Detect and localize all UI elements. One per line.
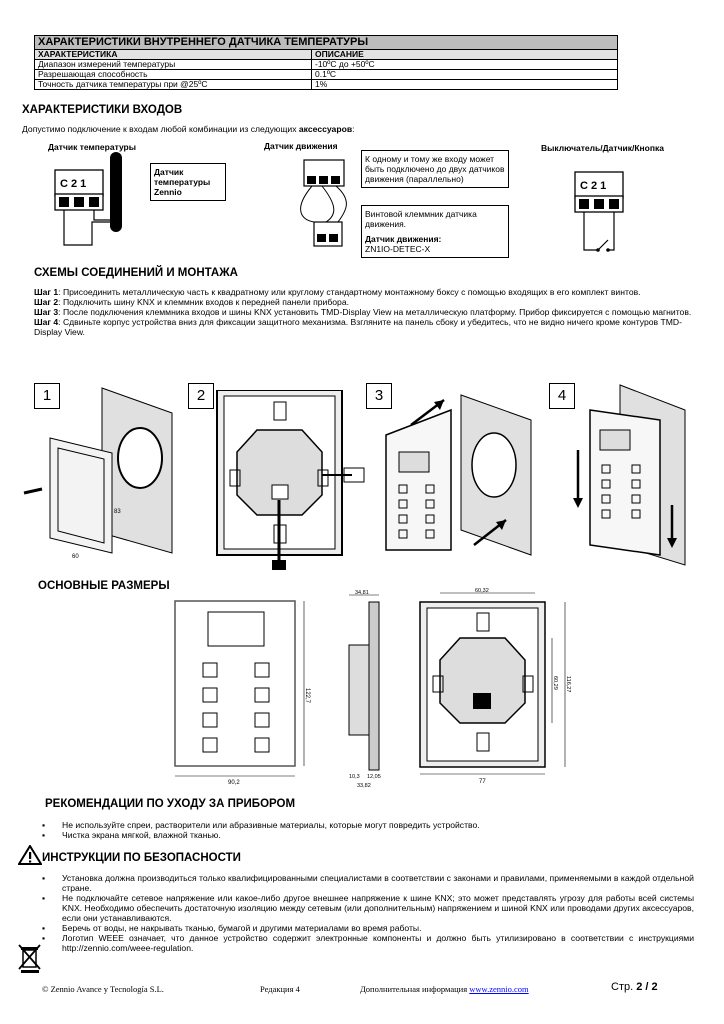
list-item: Не подключайте сетевое напряжение или ка… — [34, 893, 694, 923]
step-4-label: Шаг 4 — [34, 317, 59, 327]
weee-bin-icon — [18, 944, 41, 973]
step-1-text: : Присоединить металлическую часть к ква… — [58, 287, 641, 297]
motion-sensor-box: К одному и тому же входу может быть подк… — [361, 150, 509, 188]
figure-number-2: 2 — [188, 383, 214, 409]
step-3-label: Шаг 3 — [34, 307, 59, 317]
zennio-link[interactable]: www.zennio.com — [469, 984, 529, 994]
side-view-drawing: 34,81 10,3 12,05 33,82 — [348, 590, 381, 789]
table-cell: 0.1ºC — [311, 69, 618, 80]
side-bottom-dim-3: 33,82 — [357, 783, 371, 789]
mounting-figure-1: 83 60 — [23, 387, 173, 560]
table-cell: Разрешающая способность — [34, 69, 312, 80]
temp-sensor-diagram: C 2 1 — [54, 152, 122, 246]
side-bottom-dim-2: 12,05 — [367, 774, 381, 780]
back-right-dim-1: 60,29 — [552, 676, 558, 690]
table-header-description: ОПИСАНИЕ — [311, 49, 618, 60]
front-width: 90,2 — [228, 780, 240, 786]
mounting-figure-3 — [385, 394, 532, 556]
table-header-characteristic: ХАРАКТЕРИСТИКА — [34, 49, 312, 60]
motion-model: ZN1IO-DETEC-X — [365, 244, 431, 254]
care-list: Не используйте спреи, растворители или а… — [34, 820, 694, 840]
step-2: Шаг 2: Подключить шину KNX и клеммник вх… — [34, 297, 698, 307]
screw-terminal-text: Винтовой клеммник датчика движения. — [365, 209, 477, 229]
side-top-dim: 34,81 — [355, 590, 369, 596]
screw-terminal-box: Винтовой клеммник датчика движения. Датч… — [361, 205, 509, 258]
figure-number-4: 4 — [549, 383, 575, 409]
step-3: Шаг 3: После подключения клеммника входо… — [34, 307, 698, 317]
warning-icon — [18, 845, 42, 865]
footer-company: © Zennio Avance y Tecnología S.L. — [42, 984, 164, 994]
safety-heading: ИНСТРУКЦИИ ПО БЕЗОПАСНОСТИ — [42, 852, 241, 864]
back-top-dim: 60,32 — [475, 588, 489, 594]
footer-info: Дополнительная информация www.zennio.com — [360, 984, 529, 994]
table-cell: 1% — [311, 79, 618, 90]
list-item: Беречь от воды, не накрывать тканью, бум… — [34, 923, 694, 933]
table-cell: Точность датчика температуры при @25ºC — [34, 79, 312, 90]
care-heading: РЕКОМЕНДАЦИИ ПО УХОДУ ЗА ПРИБОРОМ — [45, 798, 296, 810]
temp-sensor-box: Датчик температуры Zennio — [150, 163, 226, 201]
dimensions-heading: ОСНОВНЫЕ РАЗМЕРЫ — [38, 580, 170, 592]
intro-bold: аксессуаров — [298, 124, 353, 134]
page-label: Стр. — [611, 981, 637, 993]
mounting-figure-4 — [573, 384, 686, 566]
terminal-label: C 2 1 — [60, 178, 86, 190]
list-item: Чистка экрана мягкой, влажной тканью. — [34, 830, 694, 840]
motion-model-label: Датчик движения: — [365, 234, 442, 244]
inputs-heading: ХАРАКТЕРИСТИКИ ВХОДОВ — [22, 104, 183, 116]
back-bottom-dim: 77 — [479, 779, 486, 785]
step-2-text: : Подключить шину KNX и клеммник входов … — [58, 297, 350, 307]
dim-83: 83 — [114, 509, 121, 515]
figure-number-1: 1 — [34, 383, 60, 409]
mounting-steps: Шаг 1: Присоединить металлическую часть … — [34, 287, 698, 337]
front-height: 122,7 — [304, 688, 310, 704]
back-right-dim-2: 116,27 — [565, 676, 571, 692]
step-2-label: Шаг 2 — [34, 297, 59, 307]
intro-text: Допустимо подключение к входам любой ком… — [22, 124, 299, 134]
side-bottom-dim-1: 10,3 — [349, 774, 360, 780]
step-1: Шаг 1: Присоединить металлическую часть … — [34, 287, 698, 297]
step-4-text: : Сдвиньте корпус устройства вниз для фи… — [34, 317, 682, 337]
list-item: Не используйте спреи, растворители или а… — [34, 820, 694, 830]
step-1-label: Шаг 1 — [34, 287, 59, 297]
table-cell: -10ºC до +50ºC — [311, 59, 618, 70]
list-item: Установка должна производиться только кв… — [34, 873, 694, 893]
table-row: Диапазон измерений температуры-10ºC до +… — [34, 59, 618, 70]
front-view-drawing: 122,7 90,2 — [174, 600, 310, 786]
footer-revision: Редакция 4 — [260, 984, 300, 994]
motion-sensor-label: Датчик движения — [264, 141, 338, 151]
spec-table: ХАРАКТЕРИСТИКИ ВНУТРЕННЕГО ДАТЧИКА ТЕМПЕ… — [34, 35, 618, 90]
step-4: Шаг 4: Сдвиньте корпус устройства вниз д… — [34, 317, 698, 337]
switch-label: Выключатель/Датчик/Кнопка — [541, 143, 664, 153]
motion-sensor-diagram — [300, 159, 347, 247]
table-title: ХАРАКТЕРИСТИКИ ВНУТРЕННЕГО ДАТЧИКА ТЕМПЕ… — [34, 35, 618, 50]
list-item: Логотип WEEE означает, что данное устрой… — [34, 933, 694, 953]
footer-info-text: Дополнительная информация — [360, 984, 470, 994]
mounting-figure-2 — [216, 390, 365, 570]
step-3-text: : После подключения клеммника входов и ш… — [58, 307, 692, 317]
switch-diagram: C 2 1 — [574, 171, 624, 252]
table-cell: Диапазон измерений температуры — [34, 59, 312, 70]
dim-60: 60 — [72, 554, 79, 560]
figure-number-3: 3 — [366, 383, 392, 409]
switch-terminal-label: C 2 1 — [580, 180, 606, 192]
intro-suffix: : — [352, 124, 355, 134]
mounting-heading: СХЕМЫ СОЕДИНЕНИЙ И МОНТАЖА — [34, 267, 238, 279]
safety-list: Установка должна производиться только кв… — [34, 873, 694, 953]
page-number: Стр. 2 / 2 — [611, 981, 658, 993]
temp-sensor-label: Датчик температуры — [48, 142, 137, 152]
page-num: 2 / 2 — [636, 981, 658, 993]
inputs-intro: Допустимо подключение к входам любой ком… — [22, 124, 355, 134]
back-view-drawing: 60,32 60,29 116,27 77 — [419, 588, 571, 785]
